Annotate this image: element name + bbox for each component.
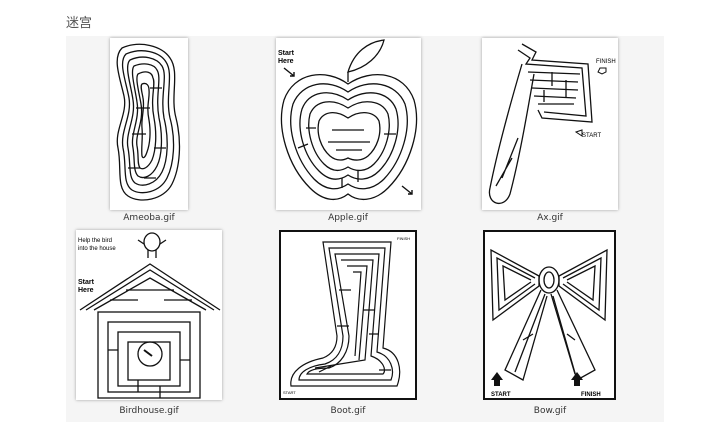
ameoba-maze-image [116,43,181,201]
image-gallery: Ameoba.gif Start Here Apple.gif [66,36,664,422]
birdhouse-maze-image: Help the bird into the house Start Here [78,232,221,399]
birdhouse-help-line2: into the house [78,246,116,252]
ax-start-label: START [582,133,601,139]
apple-start-arrow [283,67,295,77]
gallery-item-boot[interactable]: FINISH START [279,230,417,400]
bow-finish-icon [571,372,583,386]
boot-start-label: START [283,390,296,395]
bow-start-label: START [491,392,511,398]
gallery-item-apple-caption: Apple.gif [328,213,368,223]
birdhouse-start-label: Start [78,279,95,286]
birdhouse-here-label: Here [78,287,94,294]
bow-start-icon [491,372,503,386]
apple-start-label: Start [278,50,295,57]
ax-finish-arrow [597,67,607,75]
gallery-item-bow[interactable]: START FINISH [483,230,616,400]
gallery-item-birdhouse[interactable]: Help the bird into the house Start Here [76,230,222,400]
gallery-item-ax-caption: Ax.gif [537,213,563,223]
ax-finish-label: FINISH [596,59,616,65]
bow-finish-label: FINISH [581,392,601,398]
apple-finish-arrow [401,185,413,195]
birdhouse-help-line1: Help the bird [78,238,112,244]
gallery-item-ameoba[interactable] [110,38,188,210]
boot-finish-label: FINISH [397,236,410,241]
bird-icon [143,232,161,252]
apple-maze-image: Start Here [278,39,418,200]
page-title: 迷宫 [66,16,93,31]
ax-start-arrow [574,129,583,137]
ax-maze-image: FINISH START [488,43,616,204]
boot-maze-image: FINISH START [279,230,417,400]
gallery-item-apple[interactable]: Start Here [276,38,421,210]
gallery-item-bow-caption: Bow.gif [533,406,567,416]
gallery-item-boot-caption: Boot.gif [330,406,366,416]
birdhouse-entry-arrow [143,349,153,357]
gallery-item-ax[interactable]: FINISH START [482,38,618,210]
gallery-item-ameoba-caption: Ameoba.gif [123,213,175,223]
bow-maze-image: START FINISH [483,230,616,400]
apple-here-label: Here [278,58,294,65]
gallery-item-birdhouse-caption: Birdhouse.gif [119,406,179,416]
